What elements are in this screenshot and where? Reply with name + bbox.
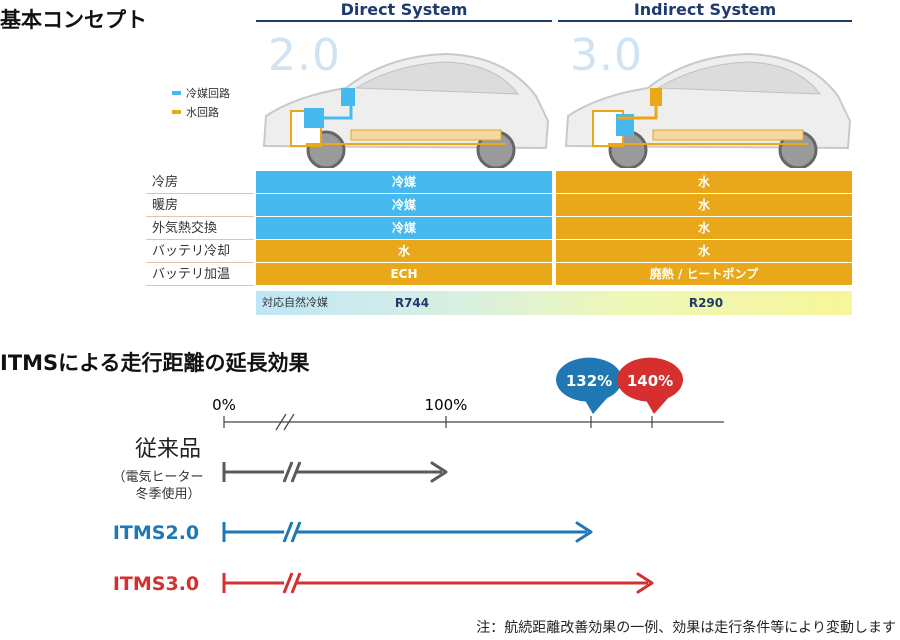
direct-version-number: 2.0 (268, 30, 341, 81)
legend-refrigerant: 冷媒回路 (172, 85, 230, 101)
series-sublabel-conventional-1: （電気ヒーター (112, 469, 203, 485)
indirect-system-title: Indirect System (633, 0, 777, 19)
arrow-break-1 (282, 521, 294, 543)
legend-refrigerant-swatch (172, 91, 181, 95)
arrow-break-2 (290, 521, 302, 543)
footnote: 注：航続距離改善効果の一例、効果は走行条件等により変動します (476, 620, 896, 636)
direct-cell-battery-cooling: 水 (256, 240, 552, 263)
direct-system-car-illustration (262, 52, 550, 168)
arrow-conventional (222, 461, 448, 483)
series-label-itms30: ITMS3.0 (113, 573, 199, 595)
bubble-140-label: 140% (627, 372, 673, 390)
axis-label-0: 0% (212, 396, 236, 414)
indirect-cell-heating: 水 (556, 194, 852, 217)
direct-system-title: Direct System (340, 0, 468, 19)
legend-refrigerant-label: 冷媒回路 (186, 87, 230, 100)
row-label-cooling: 冷房 (146, 171, 254, 194)
direct-cell-battery-heating: ECH (256, 263, 552, 286)
bubble-132-label: 132% (566, 372, 612, 390)
indirect-cell-cooling: 水 (556, 171, 852, 194)
arrow-break-1 (282, 572, 294, 594)
comparison-row-labels: 冷房 暖房 外気熱交換 バッテリ冷却 バッテリ加温 (146, 171, 254, 286)
axis-break-mark-left (275, 413, 287, 431)
arrow-break-2 (290, 572, 302, 594)
range-extension-chart: 0% 100% 132% 140% 従来品 （電気ヒーター 冬季使用） ITMS… (112, 357, 724, 595)
direct-cell-heating: 冷媒 (256, 194, 552, 217)
series-label-conventional: 従来品 (135, 437, 201, 462)
refrigerant-label: 対応自然冷媒 (262, 296, 328, 309)
axis-break-mark-right (283, 413, 295, 431)
bubble-132: 132% (555, 357, 622, 414)
indirect-cell-outdoor-heat-exchange: 水 (556, 217, 852, 240)
legend-water: 水回路 (172, 104, 230, 120)
arrow-itms20 (222, 521, 593, 543)
indirect-cell-battery-cooling: 水 (556, 240, 852, 263)
arrow-head (575, 521, 593, 543)
direct-cell-outdoor-heat-exchange: 冷媒 (256, 217, 552, 240)
arrow-head (430, 461, 448, 483)
bubble-132-shape (555, 357, 622, 414)
arrow-itms30 (222, 572, 654, 594)
row-label-heating: 暖房 (146, 194, 254, 217)
itms-heading: ITMSによる走行距離の延長効果 (0, 351, 310, 375)
indirect-system-column: 水 水 水 水 廃熱 / ヒートポンプ (556, 171, 852, 286)
arrow-break-2 (290, 461, 302, 483)
series-sublabel-conventional-2: 冬季使用） (135, 486, 200, 502)
bubble-140-shape (616, 357, 683, 414)
indirect-system-car-illustration (564, 52, 852, 168)
bubble-140: 140% (616, 357, 683, 414)
legend-water-swatch (172, 110, 181, 114)
direct-title-underline (256, 20, 552, 22)
concept-heading: 基本コンセプト (0, 8, 147, 32)
refrigerant-indirect: R290 (688, 296, 724, 310)
arrow-head (636, 572, 654, 594)
row-label-outdoor-heat-exchange: 外気熱交換 (146, 217, 254, 240)
circuit-legend: 冷媒回路 水回路 (172, 85, 230, 120)
row-label-battery-cooling: バッテリ冷却 (146, 240, 254, 263)
series-label-itms20: ITMS2.0 (113, 522, 199, 544)
indirect-cell-battery-heating: 廃熱 / ヒートポンプ (556, 263, 852, 286)
row-label-battery-heating: バッテリ加温 (146, 263, 254, 286)
arrow-break-1 (282, 461, 294, 483)
indirect-title-underline (558, 20, 852, 22)
direct-cell-cooling: 冷媒 (256, 171, 552, 194)
axis-label-100: 100% (425, 396, 468, 414)
natural-refrigerant-bar: 対応自然冷媒 R744 R290 (256, 291, 852, 315)
refrigerant-direct: R744 (394, 296, 430, 310)
legend-water-label: 水回路 (186, 106, 219, 119)
direct-system-column: 冷媒 冷媒 冷媒 水 ECH (256, 171, 552, 286)
indirect-version-number: 3.0 (570, 30, 643, 81)
